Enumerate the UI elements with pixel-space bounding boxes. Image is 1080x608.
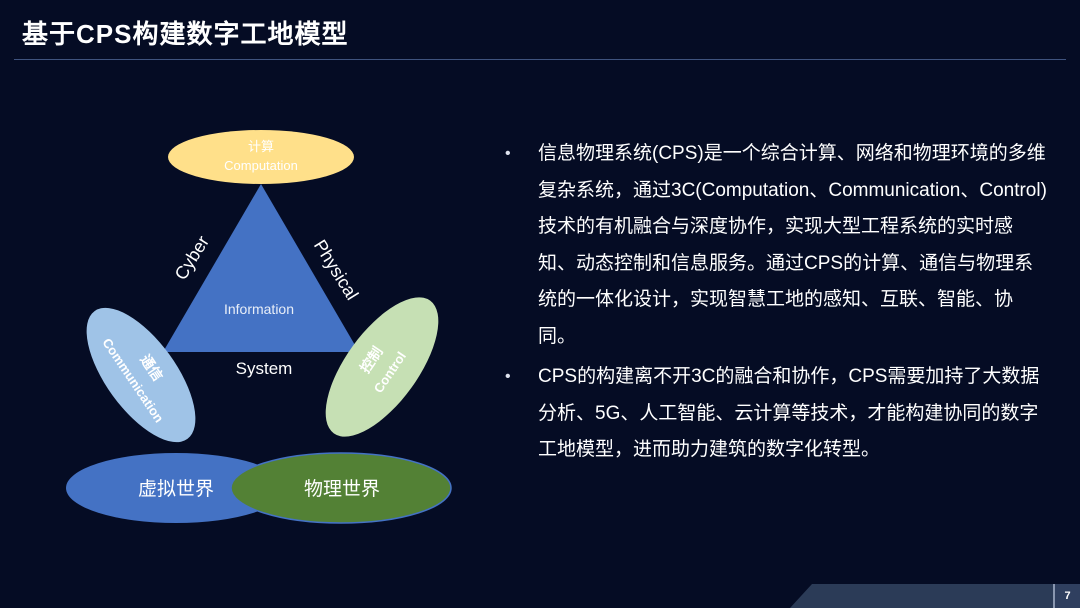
- computation-label-cn: 计算: [248, 139, 274, 154]
- bullet-icon: •: [505, 145, 511, 162]
- physical-world-ellipse: [230, 452, 452, 524]
- computation-ellipse: [168, 130, 354, 184]
- virtual-world-ellipse: [66, 453, 286, 523]
- content-bullets: • 信息物理系统(CPS)是一个综合计算、网络和物理环境的多维复杂系统，通过3C…: [505, 136, 1050, 473]
- bullet-item-1: • 信息物理系统(CPS)是一个综合计算、网络和物理环境的多维复杂系统，通过3C…: [505, 136, 1050, 355]
- computation-label-en: Computation: [224, 158, 298, 173]
- footer-band: [790, 584, 1080, 608]
- bullet-text: CPS的构建离不开3C的融合和协作，CPS需要加持了大数据分析、5G、人工智能、…: [538, 366, 1040, 460]
- control-ellipse: [325, 297, 439, 437]
- cps-diagram: 计算 Computation 通信 Communication 控制 Contr…: [66, 130, 452, 524]
- virtual-world-label: 虚拟世界: [138, 478, 214, 500]
- system-label: System: [236, 359, 293, 378]
- cyber-label: Cyber: [171, 232, 213, 283]
- bullet-item-2: • CPS的构建离不开3C的融合和协作，CPS需要加持了大数据分析、5G、人工智…: [505, 359, 1050, 469]
- bullet-icon: •: [505, 368, 511, 385]
- triangle-center-label: Information: [224, 301, 294, 317]
- cyber-physical-triangle: [163, 184, 359, 352]
- title-divider: [14, 59, 1066, 60]
- bullet-text: 信息物理系统(CPS)是一个综合计算、网络和物理环境的多维复杂系统，通过3C(C…: [538, 143, 1047, 347]
- communication-ellipse: [86, 307, 196, 443]
- physical-world-label: 物理世界: [304, 478, 380, 500]
- page-number: 7: [1053, 584, 1080, 608]
- page-title: 基于CPS构建数字工地模型: [22, 19, 349, 49]
